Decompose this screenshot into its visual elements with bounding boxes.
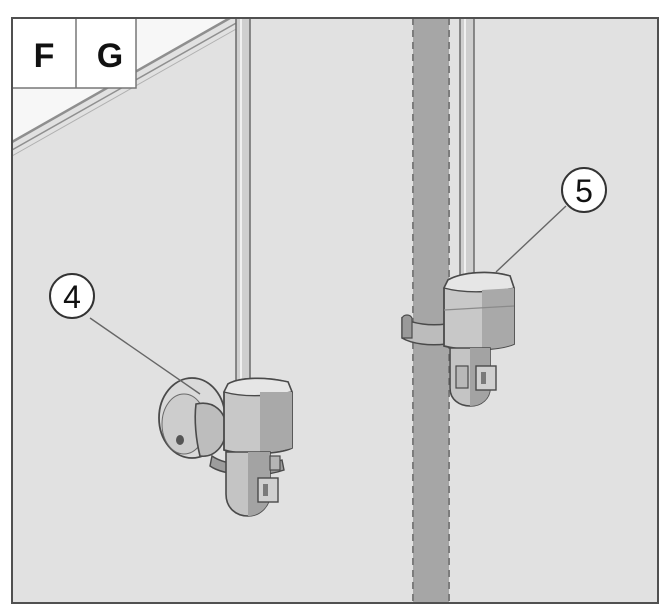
panel-label-g: G [97, 37, 123, 75]
cable-clip-assembly-left [158, 377, 293, 517]
cable-right [459, 17, 475, 281]
cable-left [235, 17, 251, 391]
panel-label-f: F [34, 37, 55, 75]
panel-label-box: F G [11, 17, 137, 89]
callout-4: 4 [49, 273, 201, 395]
callout-4-label: 4 [63, 279, 81, 315]
figure-frame [11, 17, 659, 604]
callout-5: 5 [495, 167, 607, 273]
wall-background [12, 18, 658, 603]
callout-5-label: 5 [575, 173, 593, 209]
plate-screw-hole [176, 435, 184, 445]
cable-clip-assembly-right [401, 271, 515, 407]
